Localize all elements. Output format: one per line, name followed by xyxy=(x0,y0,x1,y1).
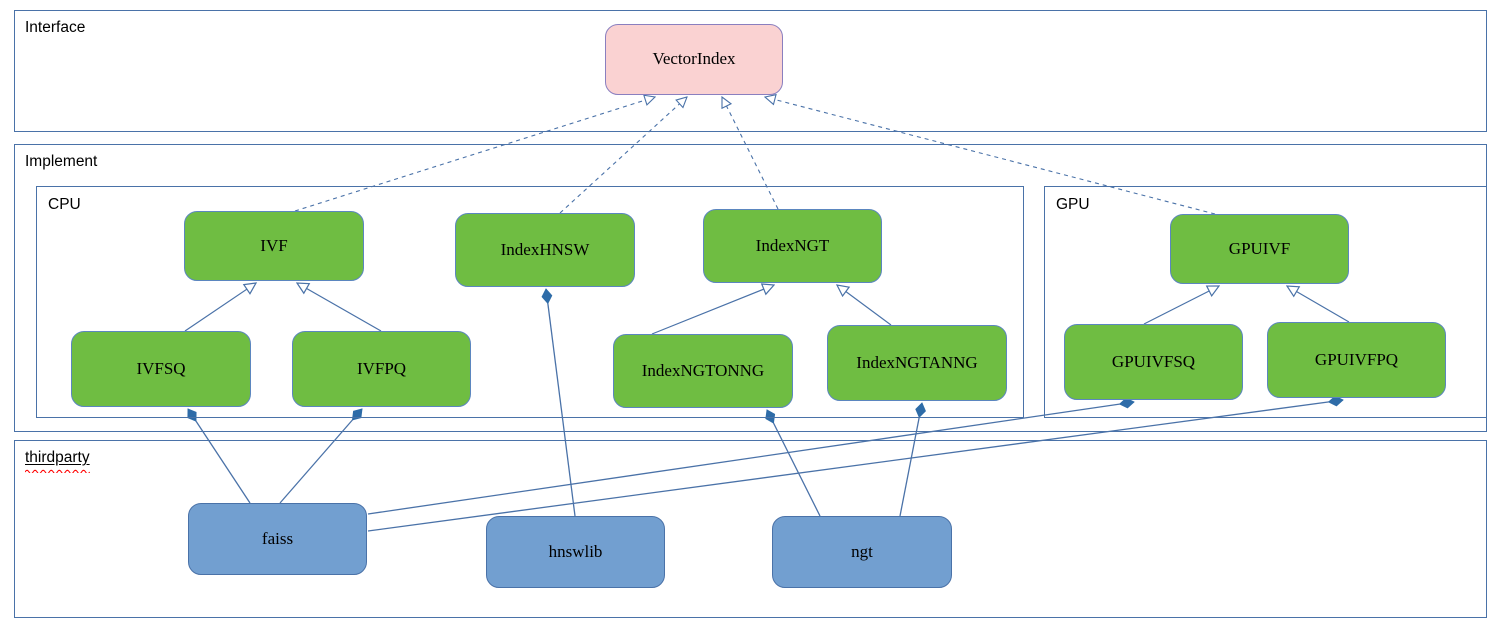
node-label-faiss: faiss xyxy=(261,528,294,548)
container-gpu: GPU xyxy=(1044,186,1487,418)
node-hnswlib[interactable]: hnswlib xyxy=(486,516,665,588)
node-ngt[interactable]: ngt xyxy=(772,516,952,588)
node-label-ivfsq: IVFSQ xyxy=(136,358,186,378)
node-label-ngt: ngt xyxy=(851,541,873,561)
container-label-cpu: CPU xyxy=(48,196,81,213)
node-label-indexhnsw: IndexHNSW xyxy=(500,239,590,259)
node-label-gpuivfsq: GPUIVFSQ xyxy=(1111,351,1196,371)
node-gpuivfsq[interactable]: GPUIVFSQ xyxy=(1064,324,1243,400)
node-gpuivfpq[interactable]: GPUIVFPQ xyxy=(1267,322,1446,398)
node-label-vectorindex: VectorIndex xyxy=(652,49,736,69)
container-label-thirdparty-text: thirdparty xyxy=(25,449,90,466)
node-ivfsq[interactable]: IVFSQ xyxy=(71,331,251,407)
node-indexngt[interactable]: IndexNGT xyxy=(703,209,882,283)
spellcheck-squiggle-icon xyxy=(25,469,90,473)
node-label-indexngtonng: IndexNGTONNG xyxy=(641,360,765,380)
container-thirdparty: thirdparty xyxy=(14,440,1487,618)
node-indexhnsw[interactable]: IndexHNSW xyxy=(455,213,635,287)
node-label-ivf: IVF xyxy=(260,235,288,255)
container-label-implement: Implement xyxy=(25,153,98,170)
node-indexngtanng[interactable]: IndexNGTANNG xyxy=(827,325,1007,401)
node-vectorindex[interactable]: VectorIndex xyxy=(605,24,783,95)
node-gpuivf[interactable]: GPUIVF xyxy=(1170,214,1349,284)
container-label-thirdparty: thirdparty xyxy=(25,449,90,473)
node-label-gpuivfpq: GPUIVFPQ xyxy=(1314,349,1399,369)
node-label-gpuivf: GPUIVF xyxy=(1228,238,1291,258)
node-label-hnswlib: hnswlib xyxy=(548,541,603,561)
container-label-interface: Interface xyxy=(25,19,86,36)
container-interface: Interface xyxy=(14,10,1487,132)
node-label-indexngtanng: IndexNGTANNG xyxy=(856,352,978,372)
container-label-gpu: GPU xyxy=(1056,196,1090,213)
container-cpu: CPU xyxy=(36,186,1024,418)
node-faiss[interactable]: faiss xyxy=(188,503,367,575)
node-ivfpq[interactable]: IVFPQ xyxy=(292,331,471,407)
node-label-ivfpq: IVFPQ xyxy=(356,358,407,378)
node-ivf[interactable]: IVF xyxy=(184,211,364,281)
node-indexngtonng[interactable]: IndexNGTONNG xyxy=(613,334,793,408)
node-label-indexngt: IndexNGT xyxy=(755,235,830,255)
